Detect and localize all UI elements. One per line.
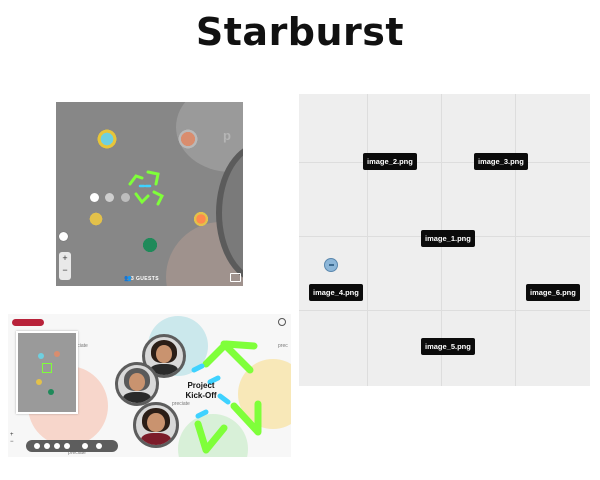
zoom-in-button[interactable]: + <box>10 432 14 438</box>
image-tag-6[interactable]: image_6.png <box>526 284 580 301</box>
logo-fragment: p <box>223 128 231 143</box>
center-label: Project Kick-Off <box>181 381 221 401</box>
pill-button[interactable] <box>120 193 130 202</box>
image-tag-4[interactable]: image_4.png <box>309 284 363 301</box>
toolbar-button[interactable] <box>44 443 50 449</box>
toolbar-button[interactable] <box>82 443 88 449</box>
toolbar-button[interactable] <box>54 443 60 449</box>
node-icon-bust[interactable] <box>177 128 199 150</box>
cursor-marker-icon[interactable] <box>324 258 338 272</box>
image-tag-1[interactable]: image_1.png <box>421 230 475 247</box>
starburst-arrows-icon <box>128 170 165 206</box>
zoom-fit-button[interactable] <box>59 232 68 241</box>
layout-grid: image_2.png image_3.png image_1.png imag… <box>299 94 590 386</box>
guests-count: 3 GUESTS <box>131 276 159 282</box>
grid-line <box>367 94 368 386</box>
avatar[interactable] <box>133 402 179 448</box>
zoom-out-button[interactable]: − <box>10 439 14 445</box>
side-text: preciate <box>172 401 190 407</box>
center-label-line2: Kick-Off <box>185 391 217 400</box>
page-title: Starburst <box>195 10 405 54</box>
center-label-line1: Project <box>187 381 215 390</box>
grid-line <box>299 162 590 163</box>
node-icon-wheat[interactable] <box>85 208 107 230</box>
pill-button[interactable] <box>105 193 115 202</box>
zoom-controls: + − <box>59 252 71 280</box>
side-controls: + − <box>10 432 14 446</box>
toolbar-button[interactable] <box>64 443 70 449</box>
toolbar-button[interactable] <box>34 443 40 449</box>
node-icon-building[interactable] <box>139 234 161 256</box>
side-text: preciate <box>68 450 86 456</box>
pill-buttons <box>90 189 130 207</box>
node-icon-head[interactable] <box>96 128 118 150</box>
minimap[interactable] <box>16 331 78 414</box>
project-kickoff-preview: preciate prec preciate preciate Proje <box>8 314 291 457</box>
starburst-arrows-icon <box>191 340 262 454</box>
image-tag-2[interactable]: image_2.png <box>363 153 417 170</box>
settings-icon[interactable] <box>278 318 286 326</box>
toolbar-button[interactable] <box>96 443 102 449</box>
zoom-in-button[interactable]: + <box>62 253 68 263</box>
pill-button[interactable] <box>90 193 99 202</box>
starburst-canvas-preview: p + − 👥 3 GUESTS <box>56 102 243 286</box>
node-icon-flower[interactable] <box>190 208 212 230</box>
screen-icon[interactable] <box>230 273 241 282</box>
guests-icon: 👥 <box>124 276 132 282</box>
grid-line <box>299 310 590 311</box>
side-text: preciate <box>70 343 88 349</box>
image-tag-5[interactable]: image_5.png <box>421 338 475 355</box>
menu-button[interactable] <box>12 319 44 326</box>
avatar[interactable] <box>115 362 159 406</box>
grid-line <box>515 94 516 386</box>
bottom-toolbar <box>26 440 118 452</box>
zoom-out-button[interactable]: − <box>62 265 68 275</box>
image-tag-3[interactable]: image_3.png <box>474 153 528 170</box>
corner-text: prec <box>278 343 288 349</box>
